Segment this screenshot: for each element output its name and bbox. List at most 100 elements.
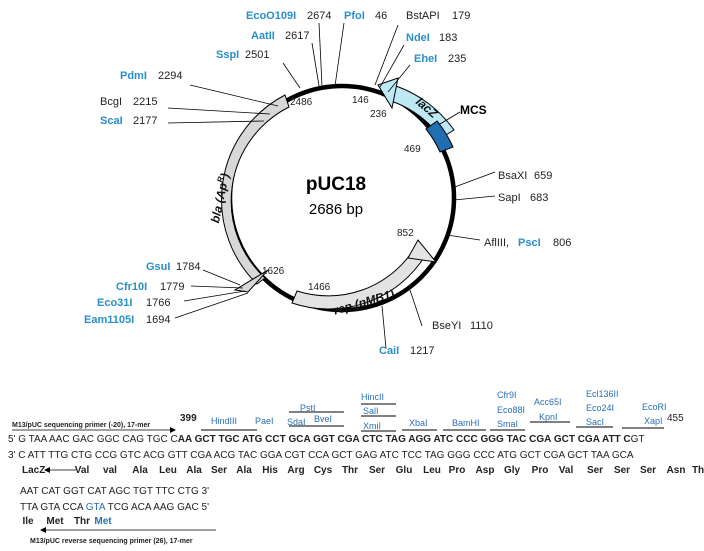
enz-eco24i: Eco24I bbox=[586, 403, 614, 413]
pos-eco31i: 1766 bbox=[146, 297, 170, 309]
enz-psti: PstI bbox=[300, 403, 316, 413]
num-1466: 1466 bbox=[308, 282, 331, 293]
amino-acid: Met bbox=[94, 516, 112, 527]
enz-cfr9i: Cfr9I bbox=[497, 390, 517, 400]
enz-acc65i: Acc65I bbox=[534, 397, 562, 407]
site-sapi: SapI bbox=[498, 192, 521, 204]
pos-ehei: 235 bbox=[448, 53, 466, 65]
pos-eam1105i: 1694 bbox=[146, 314, 170, 326]
amino-acid: Ala bbox=[186, 465, 202, 476]
amino-acid: Met bbox=[46, 516, 64, 527]
mcs-leader bbox=[439, 111, 461, 125]
num-852: 852 bbox=[397, 228, 414, 239]
amino-acid: Ala bbox=[132, 465, 148, 476]
enz-hincii: HincII bbox=[361, 392, 384, 402]
enz-sdai: SdaI bbox=[287, 417, 306, 427]
amino-acid: Glu bbox=[396, 465, 413, 476]
enz-saci: SacI bbox=[586, 417, 604, 427]
amino-acid: Thr bbox=[74, 516, 90, 527]
site-scai: ScaI bbox=[100, 115, 123, 127]
pos-caii: 1217 bbox=[410, 345, 434, 357]
enz-paei: PaeI bbox=[255, 416, 274, 426]
site-bars bbox=[201, 403, 664, 432]
amino-acid: val bbox=[103, 465, 117, 476]
enz-ecl136ii: Ecl136II bbox=[586, 389, 619, 399]
pos-bseyi: 1110 bbox=[470, 320, 493, 332]
amino-acid-row-2: Ile Met Thr Met bbox=[22, 516, 112, 527]
site-pfoi: PfoI bbox=[344, 10, 365, 22]
mcs-enzymes: HindIII PaeI PstI SdaI BveI HincII SalI … bbox=[211, 389, 667, 431]
plasmid-map: bla (ApR) lacZ rep (pMB1) MCS pUC18 2686… bbox=[84, 10, 571, 357]
num-146: 146 bbox=[352, 95, 369, 106]
amino-acid: Ser bbox=[614, 465, 630, 476]
amino-acid: Pro bbox=[449, 465, 466, 476]
pos-pfoi: 46 bbox=[375, 10, 387, 22]
enz-smai: SmaI bbox=[497, 419, 518, 429]
pos-ndei: 183 bbox=[439, 32, 457, 44]
mcs-block bbox=[425, 120, 454, 153]
rep-arrowhead bbox=[407, 239, 438, 263]
enz-xmii: XmiI bbox=[363, 421, 381, 431]
site-psci: PscI bbox=[518, 237, 541, 249]
pos-gsui: 1784 bbox=[176, 261, 200, 273]
amino-acid: Thr bbox=[692, 465, 704, 476]
amino-acid: Asp bbox=[476, 465, 495, 476]
enz-bamhi: BamHI bbox=[452, 418, 480, 428]
amino-acid: Leu bbox=[423, 465, 441, 476]
plasmid-size: 2686 bp bbox=[309, 201, 363, 218]
enz-xapi: XapI bbox=[644, 416, 663, 426]
seq-line2: 3' C ATT TTG CTG CCG GTC ACG GTT CGA ACG… bbox=[8, 450, 634, 461]
site-eco0109i: EcoO109I bbox=[246, 10, 296, 22]
primer-reverse: M13/pUC reverse sequencing primer (26), … bbox=[30, 538, 193, 545]
amino-acid: Arg bbox=[287, 465, 304, 476]
num-236: 236 bbox=[370, 109, 387, 120]
enz-xbai: XbaI bbox=[409, 418, 428, 428]
site-caii: CaiI bbox=[379, 345, 399, 357]
amino-acid: Ser bbox=[369, 465, 385, 476]
num-1626: 1626 bbox=[262, 266, 285, 277]
amino-acid: Ser bbox=[211, 465, 227, 476]
amino-acid: Ser bbox=[587, 465, 603, 476]
site-aatii: AatII bbox=[251, 30, 275, 42]
lacz-marker: LacZ bbox=[22, 465, 45, 476]
site-ehei: EheI bbox=[414, 53, 437, 65]
primer-forward: M13/pUC sequencing primer (-20), 17-mer bbox=[12, 422, 150, 429]
site-afliii: AflIII, bbox=[484, 237, 509, 249]
bla-arrow bbox=[221, 94, 290, 285]
start-position: 399 bbox=[180, 413, 197, 424]
site-ndei: NdeI bbox=[406, 32, 430, 44]
pos-bstapi: 179 bbox=[452, 10, 470, 22]
pos-sspi: 2501 bbox=[245, 49, 269, 61]
num-469: 469 bbox=[404, 144, 421, 155]
enz-hindiii: HindIII bbox=[211, 416, 237, 426]
site-pdmi: PdmI bbox=[120, 70, 147, 82]
amino-acid: His bbox=[262, 465, 278, 476]
mcs-label: MCS bbox=[460, 103, 487, 117]
seq-line4: AAT CAT GGT CAT AGC TGT TTC CTG 3' bbox=[20, 486, 209, 497]
site-bsaxi: BsaXI bbox=[498, 170, 527, 182]
amino-acid: Val bbox=[559, 465, 574, 476]
pos-bcgi: 2215 bbox=[133, 96, 157, 108]
amino-acid: Ala bbox=[236, 465, 252, 476]
num-2486: 2486 bbox=[290, 97, 313, 108]
amino-acid: Val bbox=[75, 465, 90, 476]
pos-scai: 2177 bbox=[133, 115, 157, 127]
amino-acid: Thr bbox=[342, 465, 358, 476]
enz-bvei: BveI bbox=[314, 414, 332, 424]
amino-acid: Ile bbox=[22, 516, 34, 527]
site-bcgi: BcgI bbox=[100, 96, 122, 108]
amino-acid: Cys bbox=[314, 465, 333, 476]
seq-line1: 5' G TAA AAC GAC GGC CAG TGC CAA GCT TGC… bbox=[8, 434, 645, 445]
site-eam1105i: Eam1105I bbox=[84, 314, 134, 326]
end-position: 455 bbox=[667, 413, 684, 424]
plasmid-name: pUC18 bbox=[306, 174, 366, 195]
site-cfr10i: Cfr10I bbox=[116, 281, 147, 293]
seq-line5: TTA GTA CCA GTA TCG ACA AAG GAC 5' bbox=[20, 502, 209, 513]
enz-sali: SalI bbox=[363, 406, 379, 416]
pos-afliii: 806 bbox=[553, 237, 571, 249]
pos-eco0109i: 2674 bbox=[307, 10, 331, 22]
amino-acid: Pro bbox=[532, 465, 549, 476]
pos-cfr10i: 1779 bbox=[160, 281, 184, 293]
site-bseyi: BseYI bbox=[432, 320, 461, 332]
